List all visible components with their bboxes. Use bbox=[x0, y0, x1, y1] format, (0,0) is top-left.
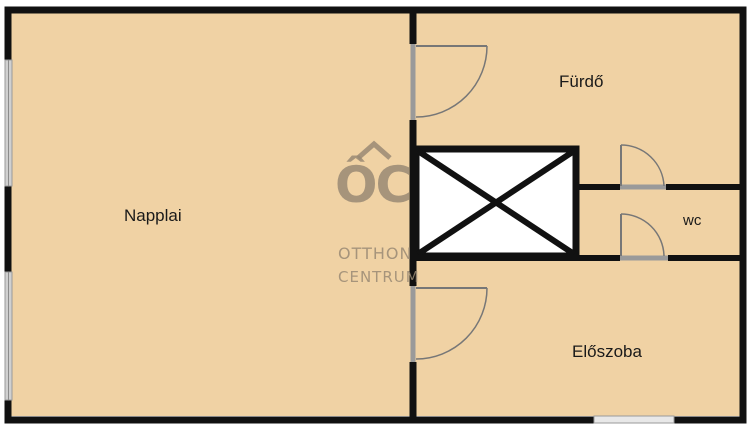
door-eloszoba-swing bbox=[415, 287, 488, 360]
door-small-upper-swing bbox=[620, 144, 665, 187]
watermark-logo: ÔC bbox=[335, 156, 412, 214]
room-label-furdo: Fürdő bbox=[559, 72, 604, 91]
room-eloszoba bbox=[412, 258, 740, 416]
room-napplai bbox=[10, 12, 412, 416]
watermark-roof-icon bbox=[356, 140, 392, 160]
room-label-wc: wc bbox=[683, 212, 702, 229]
room-label-eloszoba: Előszoba bbox=[572, 342, 642, 361]
room-label-napplai: Napplai bbox=[124, 206, 182, 225]
door-wc-swing bbox=[620, 213, 665, 257]
outer-wall bbox=[4, 6, 747, 424]
watermark-line2: CENTRUM bbox=[338, 268, 420, 286]
watermark-line1: OTTHON bbox=[338, 244, 413, 263]
door-furdo-swing bbox=[415, 45, 488, 118]
room-furdo bbox=[412, 12, 740, 148]
room-wc bbox=[578, 148, 740, 258]
window-bottom bbox=[593, 415, 675, 424]
shaft-cross-b bbox=[416, 148, 576, 257]
